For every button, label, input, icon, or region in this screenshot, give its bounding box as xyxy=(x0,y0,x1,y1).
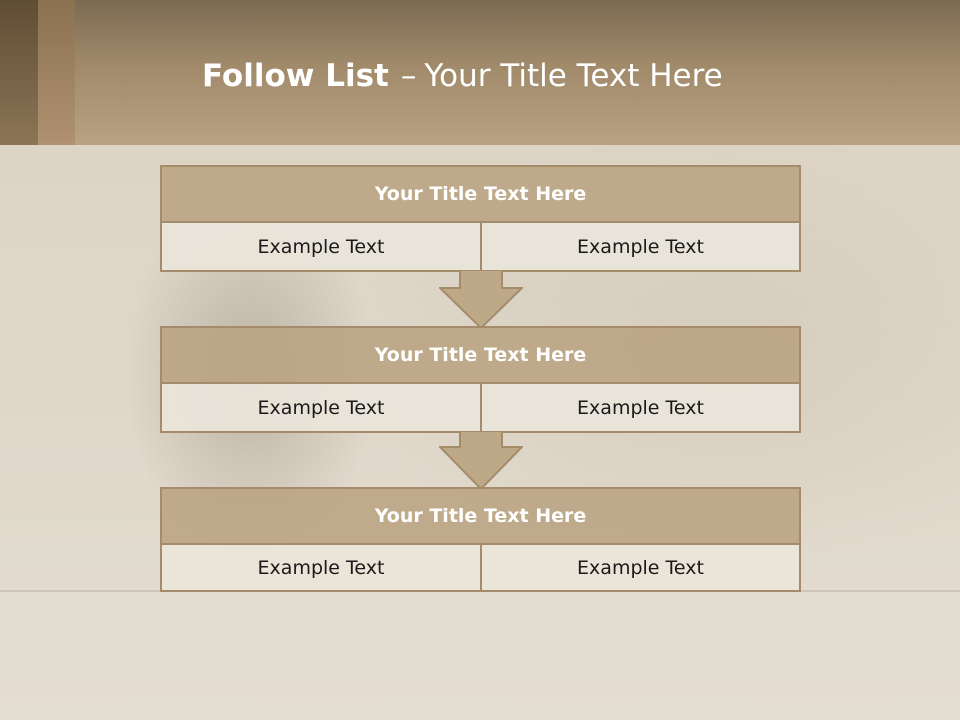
slide-title-bold: Follow List xyxy=(202,58,389,94)
slide-title-separator: – xyxy=(400,58,417,94)
down-arrow-icon xyxy=(439,270,523,330)
block-cell-right[interactable]: Example Text xyxy=(480,221,801,272)
block-cell-left[interactable]: Example Text xyxy=(160,382,482,433)
block-cell-right[interactable]: Example Text xyxy=(480,382,801,433)
block-cell-right[interactable]: Example Text xyxy=(480,543,801,592)
slide-title-rest: Your Title Text Here xyxy=(424,58,723,94)
header-stripe-dark xyxy=(0,0,38,145)
block-cell-left[interactable]: Example Text xyxy=(160,221,482,272)
down-arrow-icon xyxy=(439,431,523,491)
block-title[interactable]: Your Title Text Here xyxy=(160,326,801,384)
block-title[interactable]: Your Title Text Here xyxy=(160,487,801,545)
header-stripe-mid xyxy=(38,0,75,145)
slide-title: Follow List–Your Title Text Here xyxy=(202,56,723,96)
block-cell-left[interactable]: Example Text xyxy=(160,543,482,592)
list-block-1: Your Title Text Here Example Text Exampl… xyxy=(160,165,801,272)
header-band xyxy=(0,0,960,145)
block-title[interactable]: Your Title Text Here xyxy=(160,165,801,223)
list-block-3: Your Title Text Here Example Text Exampl… xyxy=(160,487,801,592)
list-block-2: Your Title Text Here Example Text Exampl… xyxy=(160,326,801,433)
